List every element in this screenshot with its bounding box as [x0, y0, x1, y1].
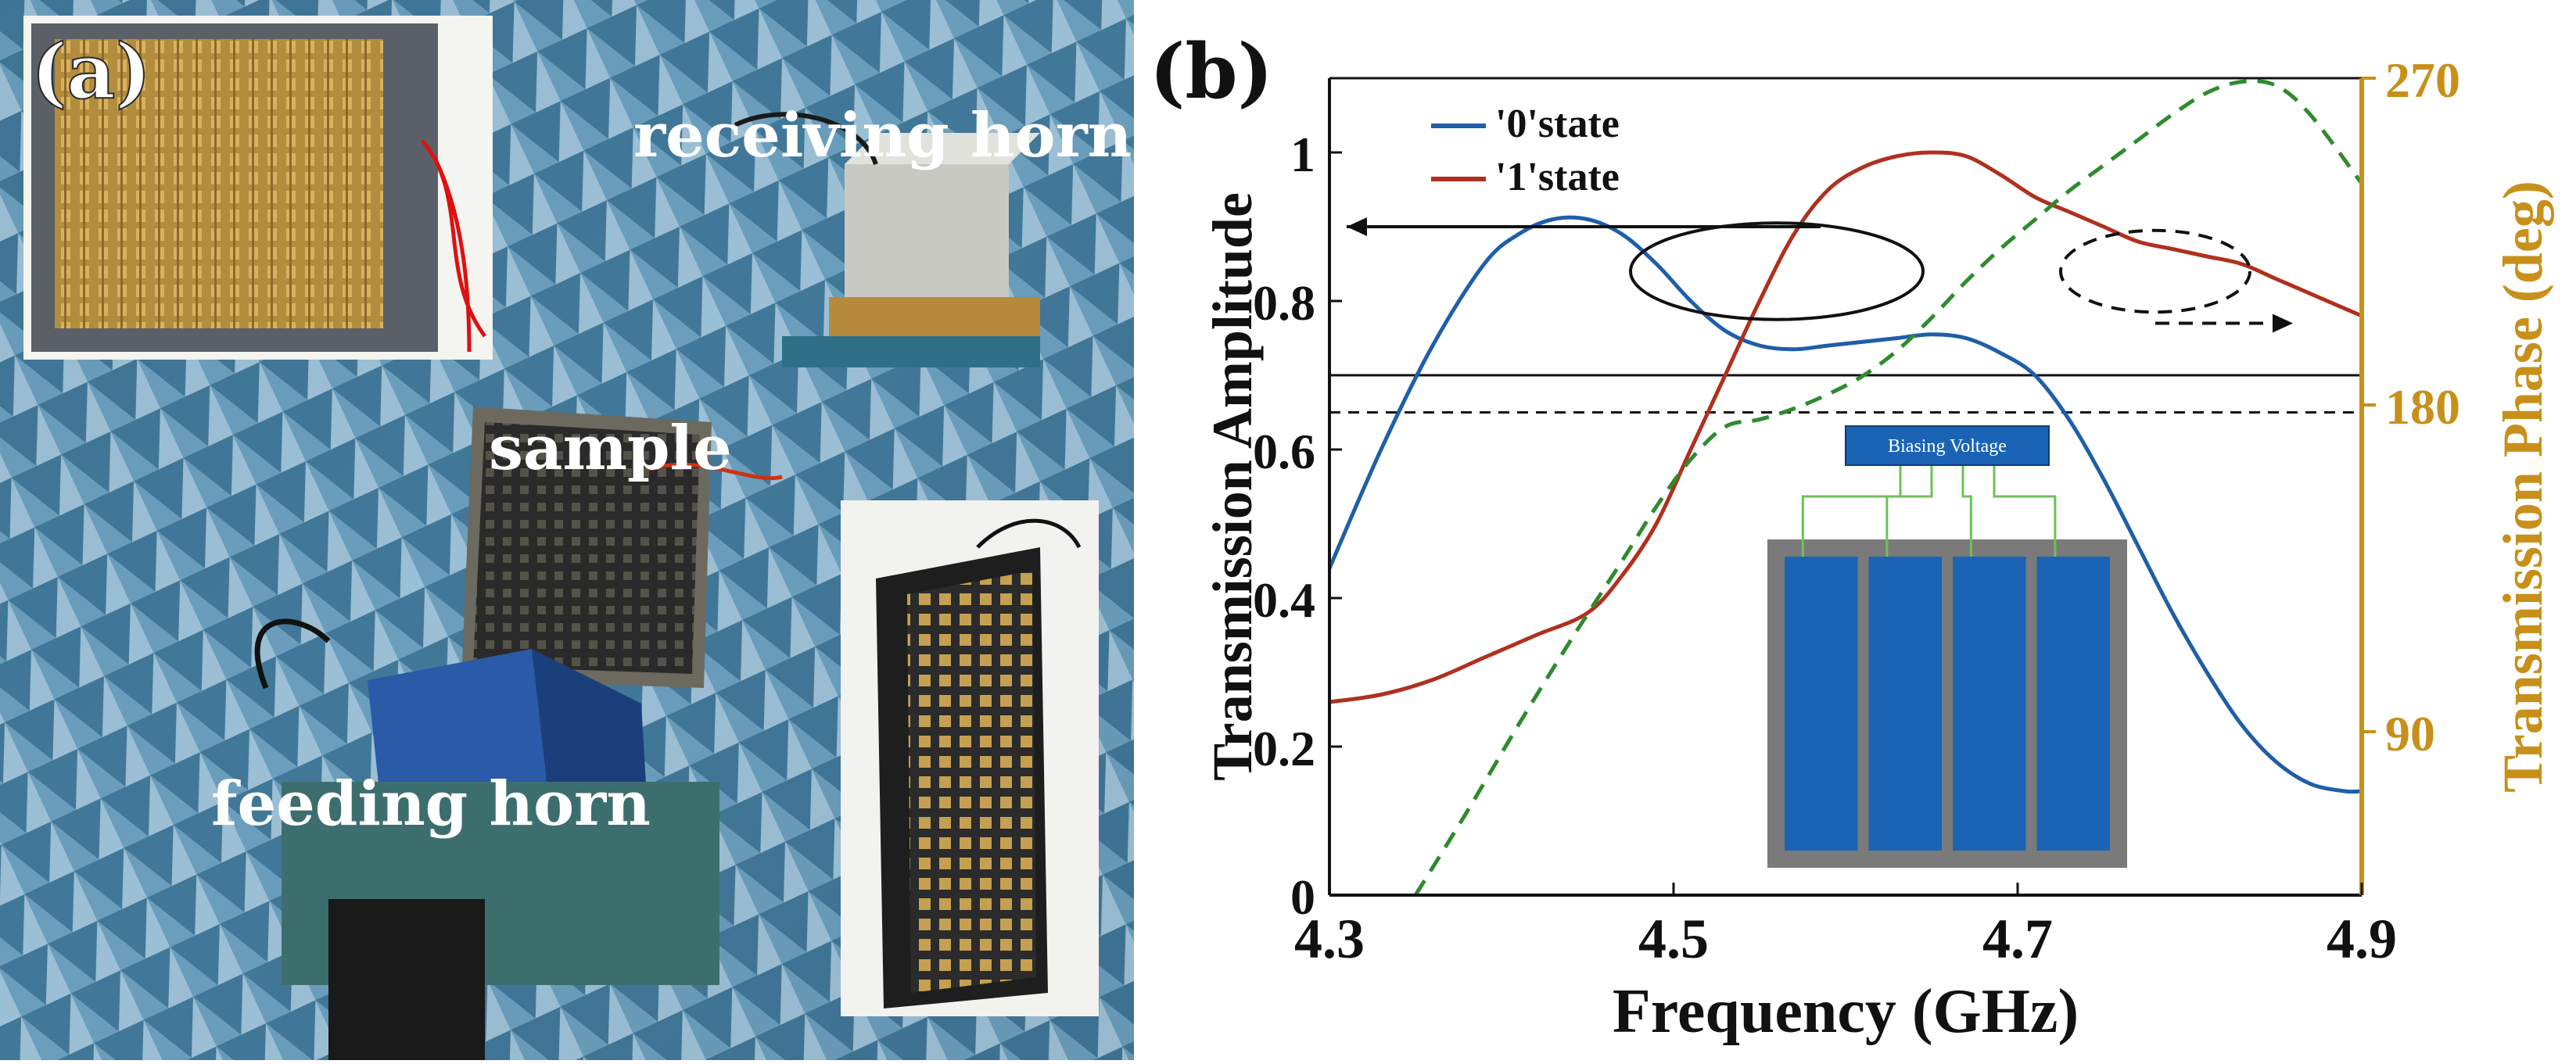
inset-wire: [1961, 465, 1972, 557]
panel-label-b: (b): [1150, 27, 1273, 116]
series-line-state1: [1329, 150, 2363, 704]
chart-svg: (b) Biasing Voltage 4.3 4.5 4.7 4.9 0 0.2 0.4 0.…: [1150, 27, 2554, 1046]
inset-cell: [1953, 557, 2026, 851]
series-line-phase: [1413, 79, 2364, 897]
y-tick-label-left: 1: [1290, 127, 1315, 182]
x-axis-title: Frequency (GHz): [1613, 977, 2079, 1046]
y-tick-label-left: 0: [1290, 869, 1315, 925]
y-tick-label-left: 0.2: [1253, 721, 1315, 776]
annotation-ellipse-left: [1629, 221, 1925, 321]
inset-cell: [1868, 557, 1942, 851]
x-tick-label: 4.7: [1982, 908, 2053, 970]
photo-panel: (a) receiving horn sample feeding horn: [0, 0, 1134, 1060]
label-receiving-horn: receiving horn: [633, 100, 1132, 171]
y-axis-title-right: Transmission Phase (deg): [2492, 181, 2554, 793]
y-tick-label-right: 180: [2385, 379, 2460, 435]
inset-wire: [1993, 465, 2057, 557]
series-line-state0: [1327, 215, 2363, 794]
label-feeding-horn: feeding horn: [211, 768, 651, 840]
panel-label-a: (a): [31, 27, 151, 116]
x-tick-label: 4.5: [1638, 908, 1709, 970]
receiving-horn: [734, 112, 1040, 367]
sample-board: [461, 407, 783, 688]
feeding-horn: [254, 618, 719, 1060]
inset-photo-top-left: [23, 16, 493, 360]
x-tick-label: 4.9: [2327, 908, 2397, 970]
inset-wire: [1801, 465, 1902, 557]
annotation-arrowhead-right: [2273, 313, 2293, 333]
legend-label: '1'state: [1495, 155, 1620, 199]
inset-bias-box: [1845, 425, 2050, 466]
x-tick-label: 4.3: [1294, 908, 1365, 970]
photo-illustration: (a) receiving horn sample feeding horn: [0, 0, 1134, 1060]
chart-panel: (b) Biasing Voltage 4.3 4.5 4.7 4.9 0 0.2 0.4 0.…: [1134, 0, 2576, 1060]
annotation-ellipse-right: [2059, 228, 2251, 314]
y-tick-label-right: 270: [2385, 52, 2460, 108]
y-tick-label-left: 0.8: [1253, 275, 1315, 331]
inset-cell: [1785, 557, 1858, 851]
annotation-arrowhead-left: [1347, 217, 1367, 236]
inset-wire: [1885, 465, 1933, 557]
y-tick-label-left: 0.6: [1253, 424, 1315, 479]
label-sample: sample: [489, 413, 732, 484]
y-axis-title-left: Transmission Amplitude: [1201, 192, 1264, 781]
inset-bias-label: Biasing Voltage: [1888, 436, 2007, 457]
y-tick-label-left: 0.4: [1253, 572, 1315, 628]
legend-label: '0'state: [1495, 102, 1620, 146]
inset-cell: [2036, 557, 2110, 851]
inset-photo-bottom-right: [841, 500, 1099, 1016]
y-tick-label-right: 90: [2385, 706, 2435, 761]
